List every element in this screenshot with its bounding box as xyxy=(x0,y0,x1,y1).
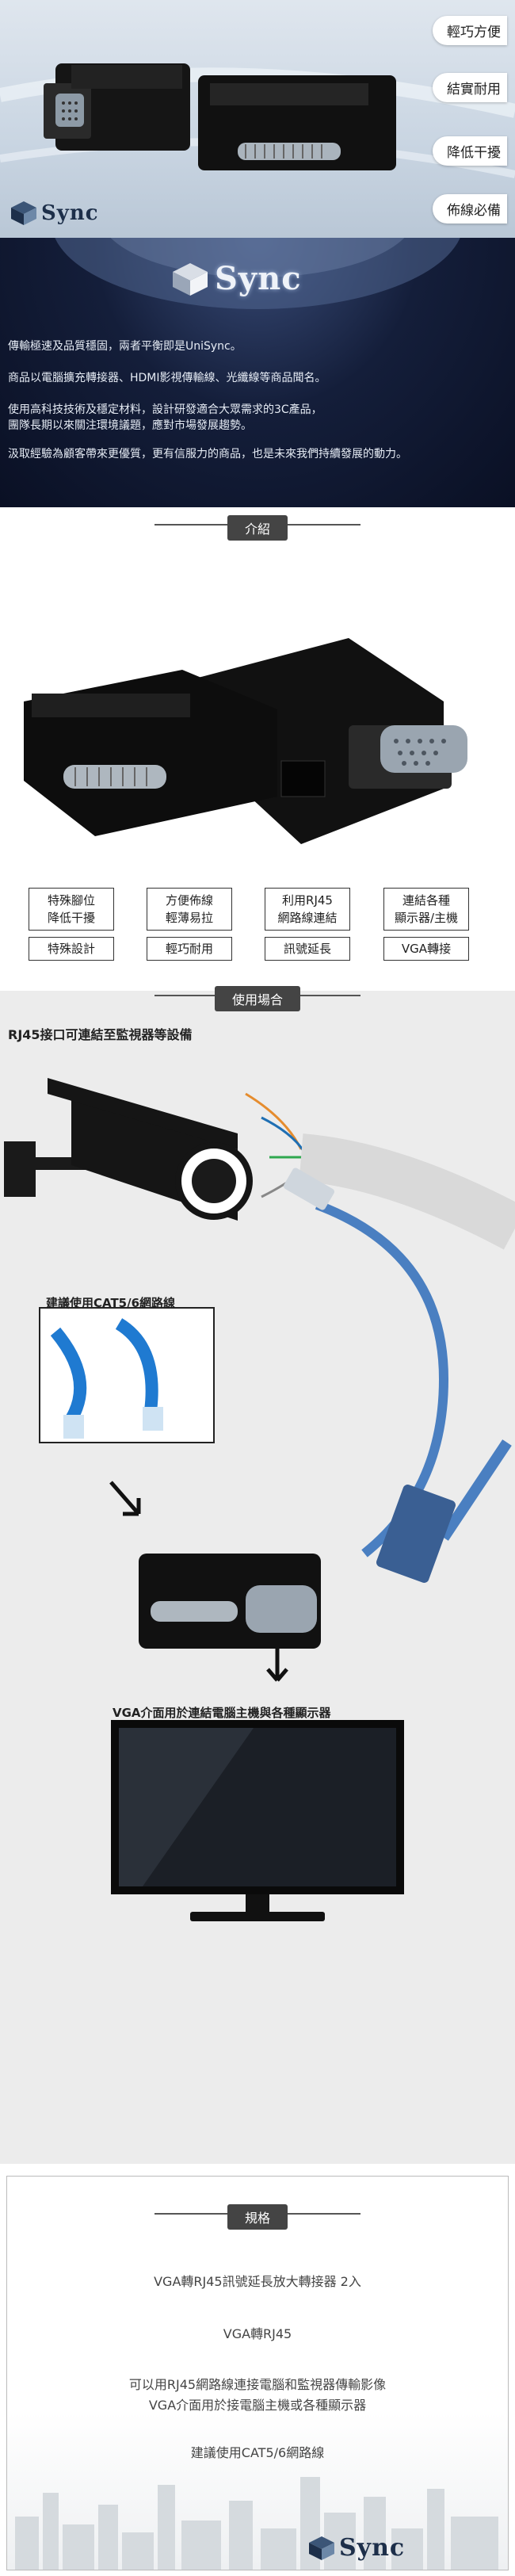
hero-banner: 輕巧方便 結實耐用 降低干擾 佈線必備 Sync xyxy=(0,0,515,238)
product-photo xyxy=(24,638,467,844)
feature-easy-wiring: 方便佈線輕薄易拉 輕巧耐用 xyxy=(147,888,232,961)
feature-line2: 顯示器/主機 xyxy=(394,911,459,925)
vga-note: VGA介面用於連結電腦主機與各種顯示器 xyxy=(113,1706,331,1720)
spec-line-2: VGA轉RJ45 xyxy=(223,2326,292,2341)
spec-title: 規格 xyxy=(227,2204,288,2230)
feature-bottom: 訊號延長 xyxy=(265,937,350,961)
feature-line2: 輕薄易拉 xyxy=(165,911,213,925)
feature-bottom: 輕巧耐用 xyxy=(147,937,232,961)
hero-tag-3: 降低干擾 xyxy=(433,136,507,166)
band-line-2: 商品以電腦擴充轉接器、HDMI影視傳輸線、光纖線等商品聞名。 xyxy=(8,372,326,384)
feature-special-pins: 特殊腳位降低干擾 特殊設計 xyxy=(29,888,114,961)
spec-section: 規格 VGA轉RJ45訊號延長放大轉接器 2入 VGA轉RJ45 可以用RJ45… xyxy=(0,2176,515,2576)
band-logo: Sync xyxy=(170,260,302,297)
usage-section: 使用場合 RJ45接口可連結至監視器等設備 xyxy=(0,986,515,2164)
spec-brand-text: Sync xyxy=(339,2534,406,2562)
intro-title: 介紹 xyxy=(227,515,288,541)
adapter-image-right xyxy=(198,75,396,170)
hero-tag-1: 輕巧方便 xyxy=(433,16,507,45)
feature-line2: 網路線連結 xyxy=(277,911,338,925)
usage-title: 使用場合 xyxy=(214,986,301,1011)
feature-bottom: VGA轉接 xyxy=(383,937,469,961)
logo-cube-icon xyxy=(11,201,36,225)
band-line-4: 團隊長期以來關注環境議題，應對市場發展趨勢。 xyxy=(8,419,252,432)
hero-brand-text: Sync xyxy=(41,201,99,225)
feature-line1: 連結各種 xyxy=(402,893,450,908)
city-skyline-decoration xyxy=(15,2477,498,2570)
logo-cube-icon xyxy=(173,262,208,296)
hero-logo: Sync xyxy=(10,200,99,227)
hero-tag-2: 結實耐用 xyxy=(433,73,507,102)
rj45-note: RJ45接口可連結至監視器等設備 xyxy=(8,1027,193,1042)
feature-line1: 利用RJ45 xyxy=(282,893,333,908)
feature-vga-convert: 連結各種顯示器/主機 VGA轉接 xyxy=(383,888,469,961)
band-line-1: 傳輸極速及品質穩固，兩者平衡即是UniSync。 xyxy=(8,340,242,353)
band-line-3: 使用高科技技術及穩定材料，設計研發適合大眾需求的3C產品， xyxy=(8,403,322,416)
spec-line-1: VGA轉RJ45訊號延長放大轉接器 2入 xyxy=(154,2274,361,2289)
feature-line1: 方便佈線 xyxy=(165,893,213,908)
hero-tag-4: 佈線必備 xyxy=(433,194,507,224)
band-brand-text: Sync xyxy=(215,260,302,297)
logo-cube-icon xyxy=(309,2536,334,2560)
spec-logo: Sync xyxy=(307,2534,405,2562)
spec-line-4: VGA介面用於接電腦主機或各種顯示器 xyxy=(148,2398,367,2413)
cable-note: 建議使用CAT5/6網路線 xyxy=(46,1296,176,1310)
feature-line2: 降低干擾 xyxy=(47,911,95,925)
hero-illustration xyxy=(0,63,515,178)
spec-card xyxy=(6,2176,509,2570)
feature-rj45-link: 利用RJ45 網路線連結 訊號延長 xyxy=(265,888,350,961)
usage-illustration xyxy=(4,1078,515,1921)
camera-icon xyxy=(4,1078,253,1221)
feature-line1: 特殊腳位 xyxy=(47,893,95,908)
feature-bottom: 特殊設計 xyxy=(29,937,114,961)
brand-intro-band: Sync 傳輸極速及品質穩固，兩者平衡即是UniSync。 商品以電腦擴充轉接器… xyxy=(0,238,515,507)
band-line-5: 汲取經驗為顧客帶來更優質，更有信服力的商品，也是未來我們持續發展的動力。 xyxy=(8,448,407,461)
adapter-image-left xyxy=(44,63,190,151)
spec-line-3: 可以用RJ45網路線連接電腦和監視器傳輸影像 xyxy=(128,2377,387,2392)
spec-line-5: 建議使用CAT5/6網路線 xyxy=(190,2445,325,2460)
